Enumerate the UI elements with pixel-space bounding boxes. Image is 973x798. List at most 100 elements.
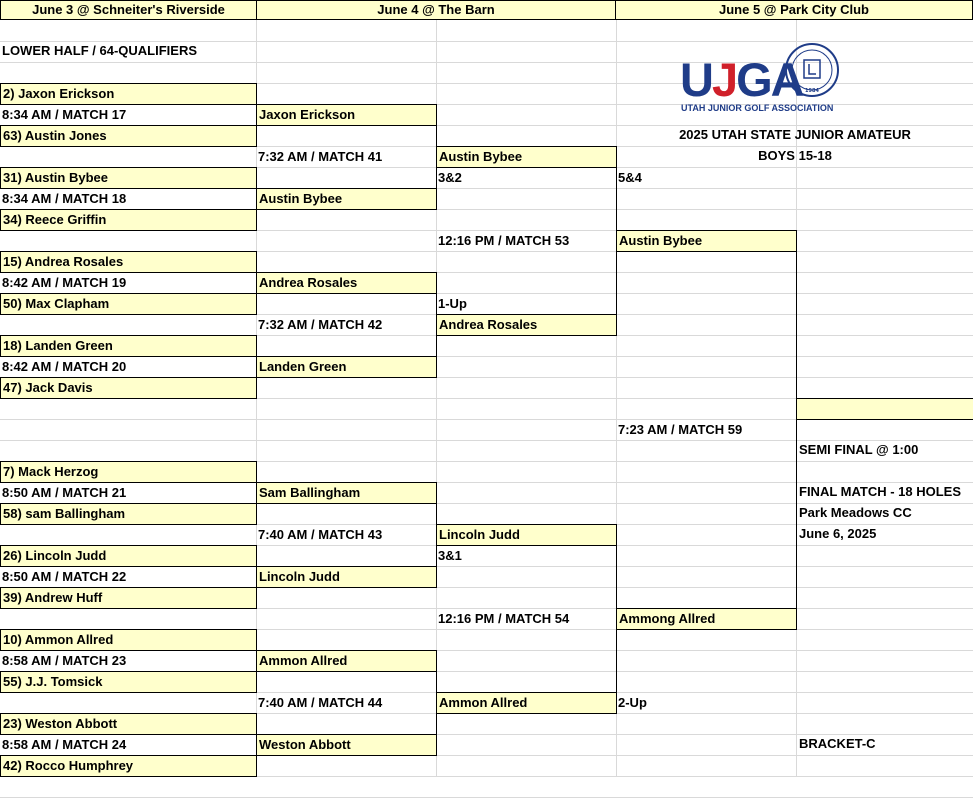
bracket-connector [436,272,437,357]
gridline-row [0,377,973,378]
gridline-row [0,293,973,294]
round1-winner: Lincoln Judd [256,566,437,588]
match-label: 7:40 AM / MATCH 44 [258,695,383,710]
match-label: 12:16 PM / MATCH 54 [438,611,570,626]
logo-org-name: UTAH JUNIOR GOLF ASSOCIATION [681,103,833,113]
match-label: 8:42 AM / MATCH 19 [2,275,127,290]
bracket-connector [436,104,437,189]
bracket-connector [436,482,437,567]
gridline-row [0,251,973,252]
tournament-title: 2025 UTAH STATE JUNIOR AMATEUR [679,127,911,142]
match-score: 3&1 [438,548,462,563]
bracket-connector [256,629,257,672]
gridline-row [0,125,973,126]
final-date: June 6, 2025 [799,526,877,541]
bracket-connector [256,713,257,756]
round1-winner: Jaxon Erickson [256,104,437,126]
player-entry: 50) Max Clapham [0,293,257,315]
match-score: 5&4 [618,170,642,185]
match-label: 7:40 AM / MATCH 43 [258,527,383,542]
gridline-row [0,503,973,504]
round1-winner: Sam Ballingham [256,482,437,504]
match-label: 8:50 AM / MATCH 22 [2,569,127,584]
match-label: 7:23 AM / MATCH 59 [618,422,743,437]
round1-winner: Andrea Rosales [256,272,437,294]
bracket-connector [256,461,257,504]
bracket-connector [256,167,257,210]
match-score: 1-Up [438,296,467,311]
bracket-connector [616,146,617,315]
gridline-row [0,650,973,651]
final-match-note: FINAL MATCH - 18 HOLES [799,484,962,499]
bracket-subtitle: LOWER HALF / 64-QUALIFIERS [2,43,197,58]
match-score: 3&2 [438,170,462,185]
gridline-row [0,356,973,357]
gridline-row [0,104,973,105]
match-label: 8:34 AM / MATCH 18 [2,191,127,206]
gridline-row [0,419,973,420]
gridline-row [0,41,973,42]
gridline-row [0,398,973,399]
player-entry: 15) Andrea Rosales [0,251,257,273]
player-entry: 55) J.J. Tomsick [0,671,257,693]
seal-year: 1984 [805,88,819,94]
match-label: 7:32 AM / MATCH 42 [258,317,383,332]
player-entry: 63) Austin Jones [0,125,257,147]
player-entry: 26) Lincoln Judd [0,545,257,567]
bracket-connector [256,335,257,378]
round1-winner: Weston Abbott [256,734,437,756]
gridline-row [0,230,973,231]
header-round2: June 4 @ The Barn [256,0,616,20]
bracket-connector [436,650,437,735]
match-label: 8:58 AM / MATCH 23 [2,653,127,668]
round2-winner: Austin Bybee [436,146,617,168]
ujga-logo: 1984 UJGA UTAH JUNIOR GOLF ASSOCIATION [680,43,839,113]
player-entry: 39) Andrew Huff [0,587,257,609]
player-entry: 47) Jack Davis [0,377,257,399]
round3-winner: Austin Bybee [616,230,797,252]
match-label: 8:58 AM / MATCH 24 [2,737,127,752]
round1-winner: Ammon Allred [256,650,437,672]
bracket-connector [616,524,617,693]
match-score: 2-Up [618,695,647,710]
semi-final-note: SEMI FINAL @ 1:00 [799,442,919,457]
final-course: Park Meadows CC [799,505,912,520]
bracket-connector [256,251,257,294]
round3-winner: Ammong Allred [616,608,797,630]
round2-winner: Ammon Allred [436,692,617,714]
player-entry: 23) Weston Abbott [0,713,257,735]
ujga-seal-icon: 1984 [785,43,839,97]
bracket-connector [256,83,257,126]
bracket-id: BRACKET-C [799,736,876,751]
round1-winner: Landen Green [256,356,437,378]
gridline-row [0,440,973,441]
bracket-connector [256,545,257,588]
match-label: 8:50 AM / MATCH 21 [2,485,127,500]
player-entry: 58) sam Ballingham [0,503,257,525]
logo-letters: UJGA [680,53,804,106]
round1-winner: Austin Bybee [256,188,437,210]
player-entry: 31) Austin Bybee [0,167,257,189]
match-label: 12:16 PM / MATCH 53 [438,233,570,248]
gridline-row [0,671,973,672]
gridline-row [0,755,973,756]
round2-winner: Lincoln Judd [436,524,617,546]
bracket-connector [796,230,797,609]
player-entry: 10) Ammon Allred [0,629,257,651]
player-entry: 34) Reece Griffin [0,209,257,231]
player-entry: 18) Landen Green [0,335,257,357]
header-round3: June 5 @ Park City Club [615,0,973,20]
player-entry: 2) Jaxon Erickson [0,83,257,105]
gridline-row [0,188,973,189]
gridline-row [0,566,973,567]
match-label: 8:42 AM / MATCH 20 [2,359,127,374]
player-entry: 7) Mack Herzog [0,461,257,483]
header-round1: June 3 @ Schneiter's Riverside [0,0,257,20]
gridline-row [0,272,973,273]
match-label: 7:32 AM / MATCH 41 [258,149,383,164]
match-label: 8:34 AM / MATCH 17 [2,107,127,122]
round2-winner: Andrea Rosales [436,314,617,336]
gridline-row [0,209,973,210]
gridline-row [0,461,973,462]
